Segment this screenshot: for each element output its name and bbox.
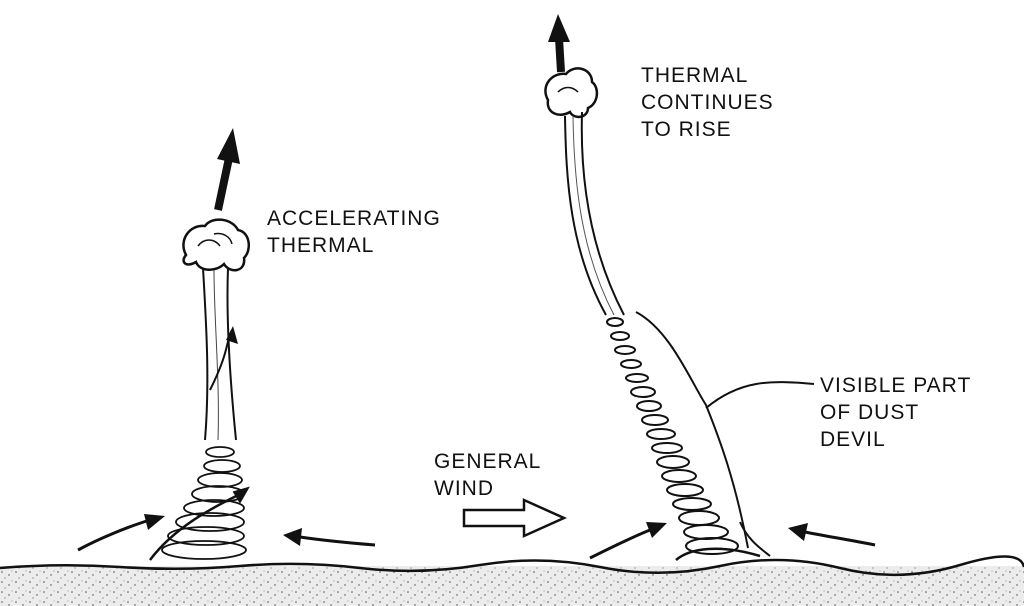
- label-general-wind: GENERAL WIND: [434, 448, 541, 502]
- inflow-arrow-right-a: [589, 522, 667, 560]
- label-line: VISIBLE PART: [820, 374, 972, 397]
- ground: [0, 555, 1024, 606]
- inflow-arrow-left-b: [283, 528, 376, 547]
- label-accelerating-thermal: ACCELERATING THERMAL: [267, 205, 441, 259]
- rising-thermal: [544, 14, 876, 561]
- general-wind-arrow: [462, 498, 568, 538]
- rise-arrow-left: [214, 128, 240, 211]
- inflow-arrow-right-b: [788, 523, 876, 547]
- label-line: OF DUST: [820, 401, 920, 424]
- rise-arrow-right: [548, 14, 570, 73]
- dust-devil-bracket: [635, 311, 815, 549]
- label-line: DEVIL: [820, 428, 886, 451]
- label-visible-dust-devil: VISIBLE PART OF DUST DEVIL: [820, 372, 971, 453]
- label-line: GENERAL: [434, 450, 542, 473]
- label-line: WIND: [434, 477, 494, 500]
- thermal-column-right: [564, 111, 625, 316]
- vortex-swirl-right: [606, 317, 771, 561]
- label-line: THERMAL: [267, 234, 375, 257]
- label-line: CONTINUES: [641, 91, 774, 114]
- thermal-bubble-left: [182, 218, 251, 272]
- thermal-bubble-right: [544, 67, 599, 119]
- label-line: ACCELERATING: [267, 207, 441, 230]
- vortex-swirl-left: [149, 446, 250, 561]
- label-line: THERMAL: [641, 64, 749, 87]
- label-line: TO RISE: [641, 118, 732, 141]
- label-thermal-continues: THERMAL CONTINUES TO RISE: [641, 62, 774, 143]
- thermal-column-left: [202, 267, 238, 441]
- inflow-arrow-left-a: [77, 514, 165, 552]
- accelerating-thermal: [77, 128, 376, 561]
